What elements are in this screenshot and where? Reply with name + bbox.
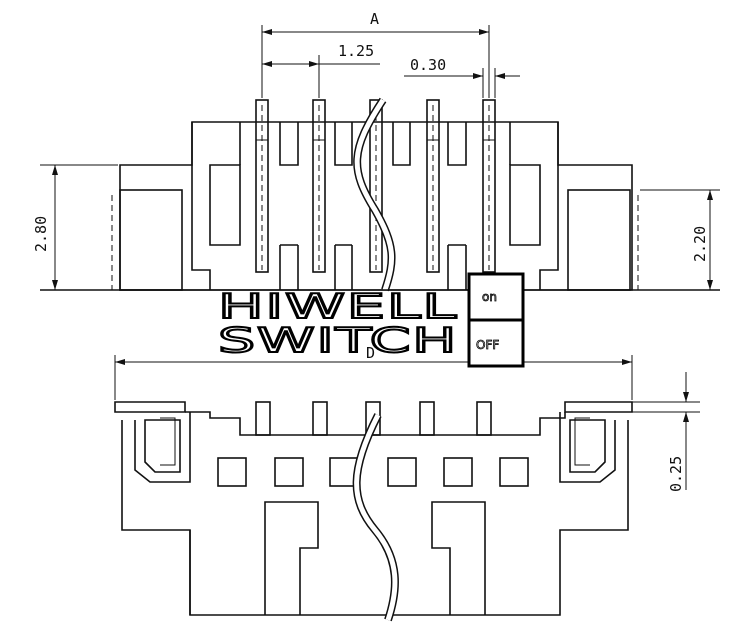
watermark-line2: SWITCH — [218, 321, 458, 361]
dimension-height-total: 2.80 — [32, 164, 118, 290]
dimension-height-body-label: 2.20 — [691, 226, 709, 262]
top-view — [40, 97, 720, 292]
dimension-a: A — [261, 10, 490, 98]
dimension-d-label: D — [366, 344, 375, 362]
dimension-height-body: 2.20 — [640, 189, 720, 290]
hiwell-switch-watermark: HIWELL SWITCH on OFF — [217, 272, 525, 368]
switch-on-label: on — [482, 290, 497, 304]
pins-top — [255, 99, 496, 273]
dimension-offset: 0.25 — [632, 372, 700, 492]
dimension-pin-width-label: 0.30 — [410, 56, 446, 74]
switch-off-label: OFF — [476, 338, 499, 352]
dimension-pitch: 1.25 — [262, 42, 380, 98]
dimension-pitch-label: 1.25 — [338, 42, 374, 60]
dimension-offset-label: 0.25 — [667, 456, 685, 492]
dimension-a-label: A — [370, 10, 379, 28]
dimension-pin-width: 0.30 — [404, 56, 520, 98]
break-line-top — [353, 97, 396, 292]
watermark-line1: HIWELL — [218, 287, 458, 327]
bottom-view: D — [114, 344, 633, 622]
dimension-height-total-label: 2.80 — [32, 216, 50, 252]
